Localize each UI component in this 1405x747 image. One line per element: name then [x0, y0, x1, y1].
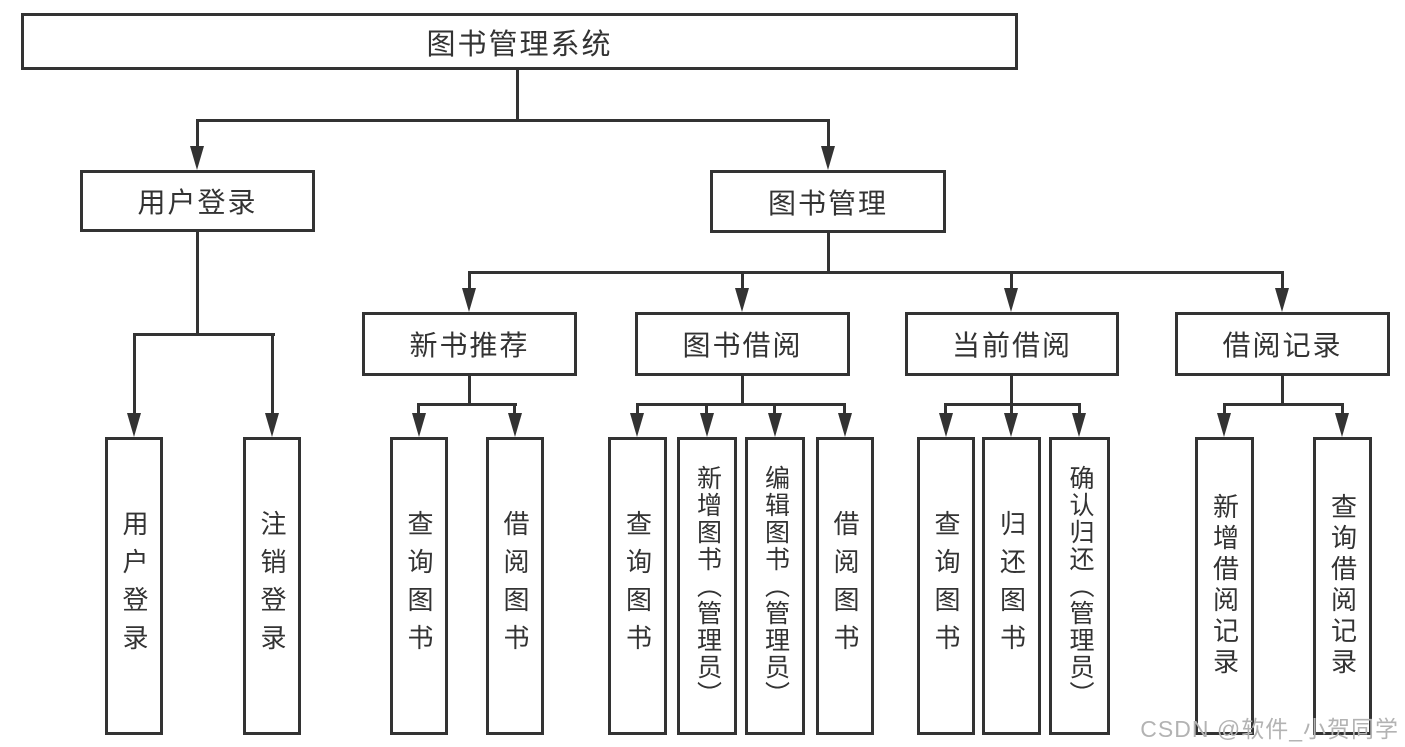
leaf-add-borrow-record-label: 新增借阅记录	[1209, 493, 1240, 679]
edge-new-book-hbar	[417, 403, 517, 406]
arrow-down-icon	[1004, 288, 1018, 312]
leaf-edit-books-admin-label: 编辑图书（管理员）	[761, 464, 790, 708]
arrow-down-icon	[939, 413, 953, 437]
node-book-mgmt: 图书管理	[710, 170, 946, 233]
arrow-down-icon	[1335, 413, 1349, 437]
edge-leaf	[417, 403, 420, 415]
leaf-add-books-admin: 新增图书（管理员）	[677, 437, 737, 735]
leaf-add-borrow-record: 新增借阅记录	[1195, 437, 1254, 735]
edge-book-borrow-stem	[741, 376, 744, 406]
edge-current-borrow-hbar	[945, 403, 1081, 406]
arrow-down-icon	[700, 413, 714, 437]
arrow-down-icon	[1004, 413, 1018, 437]
edge-leaf	[1341, 403, 1344, 415]
node-root-label: 图书管理系统	[426, 28, 613, 61]
leaf-borrow-books-2: 借阅图书	[816, 437, 874, 735]
leaf-query-books-2-label: 查询图书	[622, 510, 653, 662]
edge-to-borrow-record	[1281, 271, 1284, 291]
edge-new-book-stem	[468, 376, 471, 406]
edge-to-book-mgmt	[827, 119, 830, 149]
leaf-query-books-3-label: 查询图书	[931, 510, 961, 662]
node-current-borrowing-label: 当前借阅	[951, 330, 1072, 361]
edge-book-mgmt-hbar	[468, 271, 1284, 274]
leaf-return-books: 归还图书	[982, 437, 1041, 735]
edge-leaf	[1223, 403, 1226, 415]
arrow-down-icon	[127, 413, 141, 437]
leaf-logout: 注销登录	[243, 437, 301, 735]
arrow-down-icon	[768, 413, 782, 437]
node-root: 图书管理系统	[21, 13, 1018, 70]
leaf-query-books-1-label: 查询图书	[404, 510, 434, 662]
arrow-down-icon	[735, 288, 749, 312]
edge-leaf	[513, 403, 516, 415]
node-new-book-rec: 新书推荐	[362, 312, 577, 376]
leaf-confirm-return-admin: 确认归还（管理员）	[1049, 437, 1110, 735]
node-borrowing-records-label: 借阅记录	[1222, 330, 1343, 361]
arrow-down-icon	[630, 413, 644, 437]
edge-user-login-stem	[196, 232, 199, 336]
edge-leaf	[1078, 403, 1081, 415]
node-book-mgmt-label: 图书管理	[767, 187, 888, 219]
edge-borrow-record-hbar	[1223, 403, 1344, 406]
arrow-down-icon	[190, 146, 204, 170]
arrow-down-icon	[1072, 413, 1086, 437]
edge-borrow-record-stem	[1281, 376, 1284, 406]
edge-root-stem	[516, 70, 519, 121]
arrow-down-icon	[462, 288, 476, 312]
leaf-return-books-label: 归还图书	[996, 510, 1027, 662]
node-book-borrowing: 图书借阅	[635, 312, 850, 376]
edge-book-mgmt-stem	[827, 233, 830, 273]
leaf-query-borrow-record: 查询借阅记录	[1313, 437, 1372, 735]
edge-leaf	[944, 403, 947, 415]
edge-to-book-borrow	[741, 271, 744, 291]
edge-to-new-book	[468, 271, 471, 291]
edge-to-leaf-logout	[271, 333, 274, 415]
arrow-down-icon	[821, 146, 835, 170]
leaf-logout-label: 注销登录	[257, 510, 287, 662]
node-book-borrowing-label: 图书借阅	[682, 330, 803, 361]
arrow-down-icon	[838, 413, 852, 437]
edge-book-borrow-hbar	[636, 403, 846, 406]
arrow-down-icon	[412, 413, 426, 437]
leaf-confirm-return-admin-label: 确认归还（管理员）	[1066, 464, 1094, 708]
node-user-login: 用户登录	[80, 170, 315, 232]
leaf-user-login-label: 用户登录	[119, 510, 149, 662]
leaf-user-login: 用户登录	[105, 437, 163, 735]
edge-leaf	[773, 403, 776, 415]
leaf-borrow-books-1-label: 借阅图书	[500, 510, 530, 662]
csdn-watermark: CSDN @软件_小贺同学	[1140, 716, 1399, 742]
arrow-down-icon	[1275, 288, 1289, 312]
leaf-add-books-admin-label: 新增图书（管理员）	[693, 464, 722, 708]
arrow-down-icon	[1217, 413, 1231, 437]
edge-to-user-login	[196, 119, 199, 149]
edge-to-leaf-login	[133, 333, 136, 415]
leaf-borrow-books-2-label: 借阅图书	[830, 510, 860, 662]
edge-leaf	[636, 403, 639, 415]
edge-leaf	[705, 403, 708, 415]
edge-user-login-hbar	[133, 333, 275, 336]
leaf-query-books-3: 查询图书	[917, 437, 975, 735]
node-current-borrowing: 当前借阅	[905, 312, 1119, 376]
edge-root-hbar	[196, 119, 830, 122]
arrow-down-icon	[508, 413, 522, 437]
arrow-down-icon	[265, 413, 279, 437]
edge-leaf	[843, 403, 846, 415]
edge-leaf	[1010, 403, 1013, 415]
leaf-query-borrow-record-label: 查询借阅记录	[1327, 493, 1358, 679]
edge-current-borrow-stem	[1010, 376, 1013, 406]
leaf-borrow-books-1: 借阅图书	[486, 437, 544, 735]
leaf-edit-books-admin: 编辑图书（管理员）	[745, 437, 805, 735]
node-new-book-rec-label: 新书推荐	[409, 330, 530, 361]
leaf-query-books-1: 查询图书	[390, 437, 448, 735]
edge-to-current-borrow	[1010, 271, 1013, 291]
node-user-login-label: 用户登录	[137, 187, 258, 218]
leaf-query-books-2: 查询图书	[608, 437, 667, 735]
node-borrowing-records: 借阅记录	[1175, 312, 1390, 376]
